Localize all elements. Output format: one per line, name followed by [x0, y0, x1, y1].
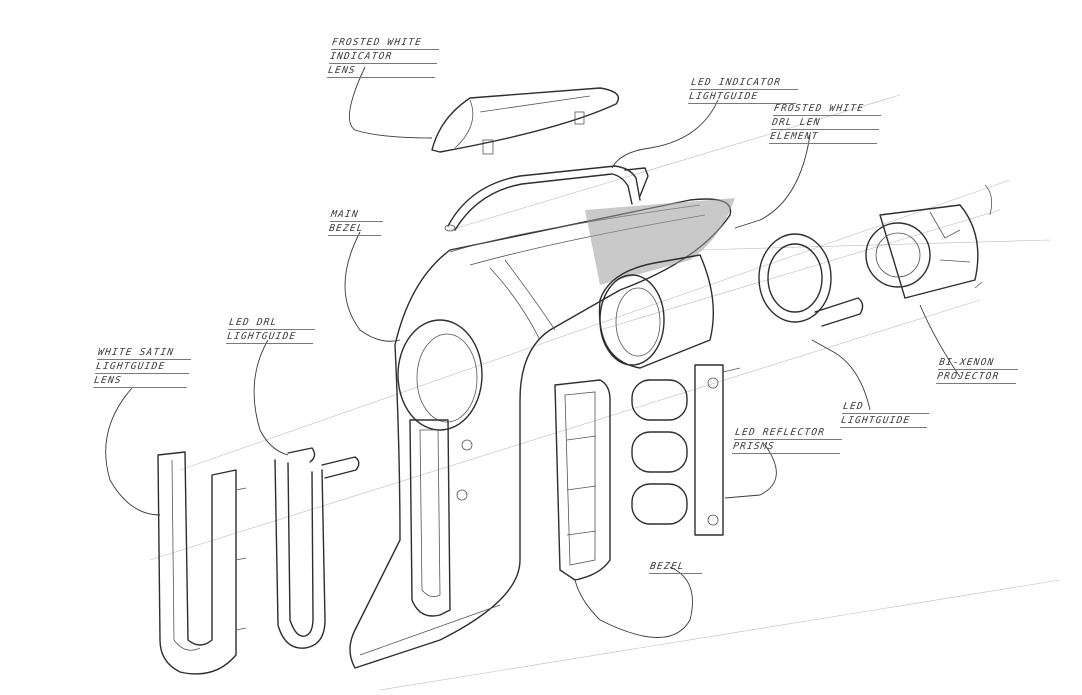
- label-line: LED DRL: [228, 316, 318, 330]
- label-line: LIGHTGUIDE: [226, 330, 316, 344]
- main-bezel-part: [349, 198, 735, 669]
- label-line: FROSTED WHITE: [772, 102, 883, 116]
- construction-lines: [149, 94, 1061, 691]
- label-line: DRL LEN: [771, 116, 881, 130]
- led-reflector-prisms-part: [631, 364, 741, 536]
- label-led-reflector-prisms: LED REFLECTOR PRISMS: [732, 426, 844, 454]
- satin-lightguide-lens-part: [157, 451, 247, 675]
- label-line: BEZEL: [649, 560, 704, 574]
- label-line: LENS: [327, 64, 437, 78]
- label-line: WHITE SATIN: [96, 346, 194, 360]
- label-xenon-projector: BI-XENON PROJECTOR: [936, 356, 1021, 384]
- label-line: ELEMENT: [769, 130, 879, 144]
- led-lightguide-ring-part: [758, 233, 864, 327]
- label-line: FROSTED WHITE: [330, 36, 441, 50]
- label-line: BI-XENON: [938, 356, 1021, 370]
- led-drl-lightguide-part: [274, 447, 360, 649]
- label-led-drl-lightguide: LED DRL LIGHTGUIDE: [226, 316, 318, 344]
- bezel-part: [554, 379, 611, 581]
- label-line: MAIN: [330, 208, 385, 222]
- label-line: PRISMS: [732, 440, 842, 454]
- label-line: BEZEL: [328, 222, 383, 236]
- bi-xenon-projector-part: [865, 184, 993, 299]
- label-line: LENS: [93, 374, 190, 388]
- leader-lines: [105, 66, 961, 638]
- label-line: LED REFLECTOR: [734, 426, 844, 440]
- label-main-bezel: MAIN BEZEL: [328, 208, 385, 236]
- label-indicator-lightguide: LED INDICATOR LIGHTGUIDE: [688, 76, 800, 104]
- label-indicator-lens: FROSTED WHITE INDICATOR LENS: [327, 36, 441, 78]
- indicator-lens-part: [431, 87, 620, 155]
- label-line: LIGHTGUIDE: [95, 360, 192, 374]
- label-bezel: BEZEL: [649, 560, 704, 574]
- drl-lens-element-part: [598, 254, 714, 369]
- label-line: INDICATOR: [329, 50, 439, 64]
- label-line: LED INDICATOR: [690, 76, 800, 90]
- label-line: LED: [842, 400, 932, 414]
- label-line: LIGHTGUIDE: [840, 414, 930, 428]
- label-drl-lens-element: FROSTED WHITE DRL LEN ELEMENT: [769, 102, 883, 144]
- label-satin-lightguide-lens: WHITE SATIN LIGHTGUIDE LENS: [93, 346, 194, 388]
- label-led-lightguide: LED LIGHTGUIDE: [840, 400, 932, 428]
- indicator-lightguide-part: [444, 165, 649, 232]
- label-line: PROJECTOR: [936, 370, 1019, 384]
